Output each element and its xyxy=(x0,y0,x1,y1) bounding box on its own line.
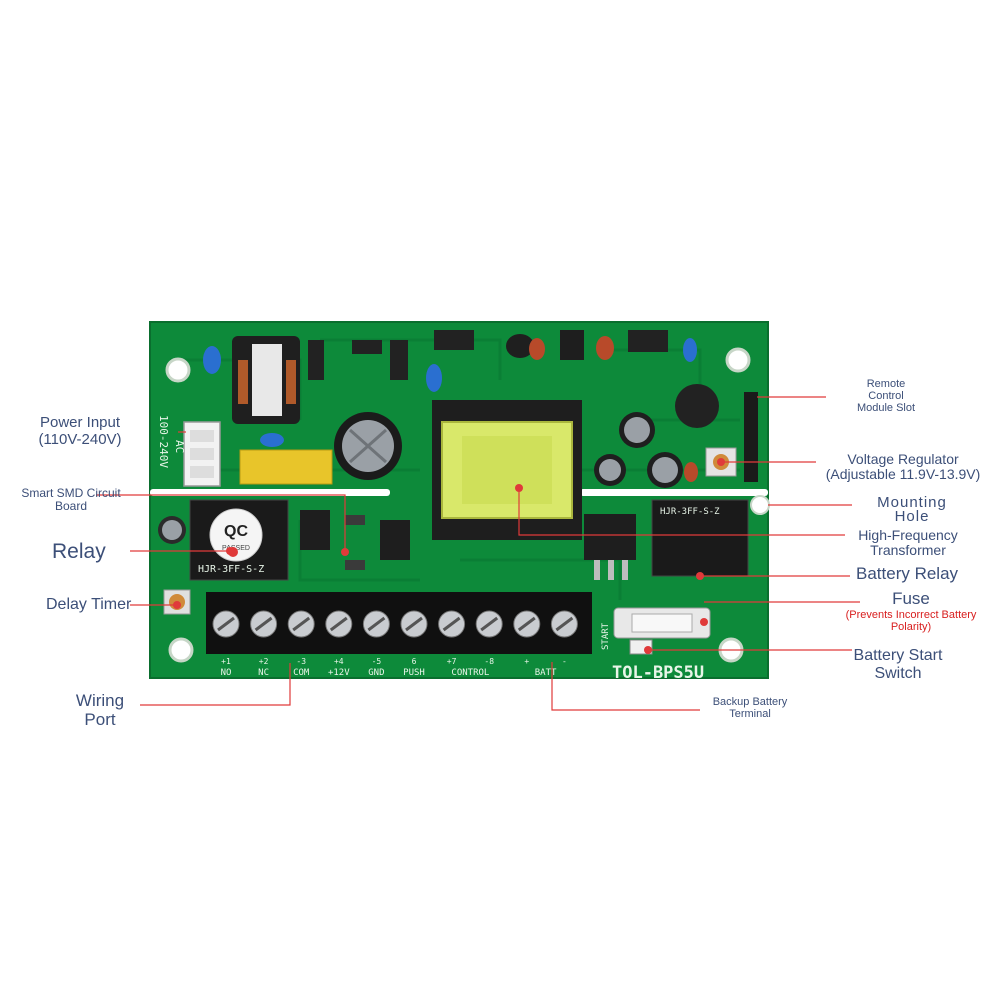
label-voltage-regulator: Voltage Regulator (Adjustable 11.9V-13.9… xyxy=(818,451,988,483)
label-hf-transformer: High-Frequency Transformer xyxy=(846,527,970,559)
remote-line2: Control xyxy=(868,390,904,403)
mounting-hole-tr xyxy=(725,347,751,373)
terminal-screw-slot xyxy=(329,616,348,632)
voltage-reg-line2: (Adjustable 11.9V-13.9V) xyxy=(825,466,981,483)
remote-module-slot xyxy=(744,392,758,482)
fuse-sub-line1: (Prevents Incorrect Battery xyxy=(845,608,977,621)
terminal-label: CONTROL xyxy=(451,668,489,678)
x-capacitor xyxy=(239,449,333,485)
label-battery-start: Battery Start Switch xyxy=(846,647,950,682)
terminal-label: PUSH xyxy=(403,668,425,678)
terminal-number: -5 xyxy=(372,657,382,666)
terminal-screw-slot xyxy=(217,616,235,632)
relay-main-marking: HJR-3FF-S-Z xyxy=(198,564,264,575)
terminal-label: GND xyxy=(368,668,384,678)
battery-relay xyxy=(651,499,749,577)
terminal-label: COM xyxy=(293,668,310,678)
board-slot-left xyxy=(150,489,390,496)
hf-line2: Transformer xyxy=(870,542,946,559)
label-mounting-hole: Mounting Hole xyxy=(852,494,972,525)
smd-board-line2: Board xyxy=(54,499,88,514)
terminal-label: BATT xyxy=(535,668,557,678)
voltage-reg-line1: Voltage Regulator xyxy=(847,451,959,467)
remote-line3: Module Slot xyxy=(856,402,916,415)
terminal-number: +2 xyxy=(259,657,269,666)
terminal-screw-slot xyxy=(517,616,536,632)
backup-line2: Terminal xyxy=(729,708,771,721)
qc-text: QC xyxy=(224,523,248,540)
terminal-screw-slot xyxy=(480,616,499,632)
terminal-number: -8 xyxy=(484,657,494,666)
bridge-rectifier xyxy=(308,340,324,380)
terminal-number: +4 xyxy=(334,657,344,666)
terminal-screw-slot xyxy=(292,616,311,632)
terminal-screw-slot xyxy=(555,616,574,632)
remote-line1: Remote xyxy=(866,378,906,390)
board-slot-right xyxy=(580,489,768,496)
label-wiring-port: Wiring Port xyxy=(60,691,140,729)
mounting-hole-bl xyxy=(168,637,194,663)
label-battery-relay: Battery Relay xyxy=(856,564,959,583)
label-fuse: Fuse (Prevents Incorrect Battery Polarit… xyxy=(836,589,986,633)
terminal-screw-slot xyxy=(254,616,273,632)
start-silkscreen: START xyxy=(601,622,611,650)
terminal-label: +12V xyxy=(328,668,350,678)
relay-battery-marking: HJR-3FF-S-Z xyxy=(660,507,720,517)
qc-sticker xyxy=(209,508,263,562)
terminal-number: -3 xyxy=(296,657,306,666)
terminal-screw-slot xyxy=(442,616,461,632)
terminal-screw-slot xyxy=(405,616,423,632)
terminal-label: NO xyxy=(221,668,232,678)
model-silkscreen: TOL-BPS5U xyxy=(612,663,704,683)
terminal-number: + xyxy=(524,657,529,666)
label-relay: Relay xyxy=(52,540,106,563)
mosfet xyxy=(584,514,636,560)
terminal-label: NC xyxy=(258,668,269,678)
fuse-title: Fuse xyxy=(892,589,930,608)
label-smd-board: Smart SMD Circuit Board xyxy=(16,486,126,514)
power-input-sub: (110V-240V) xyxy=(38,430,122,448)
wiring-port-line1: Wiring xyxy=(75,691,125,710)
backup-line1: Backup Battery xyxy=(712,696,788,708)
hf-line1: High-Frequency xyxy=(858,527,958,543)
terminal-number: 6 xyxy=(412,657,417,666)
smd-board-line1: Smart SMD Circuit xyxy=(21,486,121,500)
blue-capacitor xyxy=(203,346,221,374)
label-power-input: Power Input (110V-240V) xyxy=(20,414,140,448)
smd-ic xyxy=(300,510,330,550)
label-backup-battery: Backup Battery Terminal xyxy=(700,696,800,720)
mounting-hole-tl xyxy=(165,357,191,383)
label-remote-slot: Remote Control Module Slot xyxy=(836,378,936,414)
ac-voltage-silk: 100-240V xyxy=(157,415,170,468)
mounting-hole-right-edge xyxy=(750,495,770,515)
fuse-sub-line2: Polarity) xyxy=(890,620,932,633)
battery-start-line1: Battery Start xyxy=(853,647,943,664)
ac-silk: AC xyxy=(173,440,186,453)
label-delay-timer: Delay Timer xyxy=(46,596,132,613)
battery-start-line2: Switch xyxy=(874,664,922,682)
power-input-title: Power Input xyxy=(39,414,121,431)
terminal-number: - xyxy=(562,657,567,666)
terminal-screw-slot xyxy=(367,616,386,632)
terminal-number: +1 xyxy=(221,657,231,666)
terminal-number: +7 xyxy=(447,657,457,666)
mounting-line2: Hole xyxy=(894,507,930,525)
mounting-line1: Mounting xyxy=(877,494,947,511)
wiring-port-line2: Port xyxy=(84,709,116,729)
